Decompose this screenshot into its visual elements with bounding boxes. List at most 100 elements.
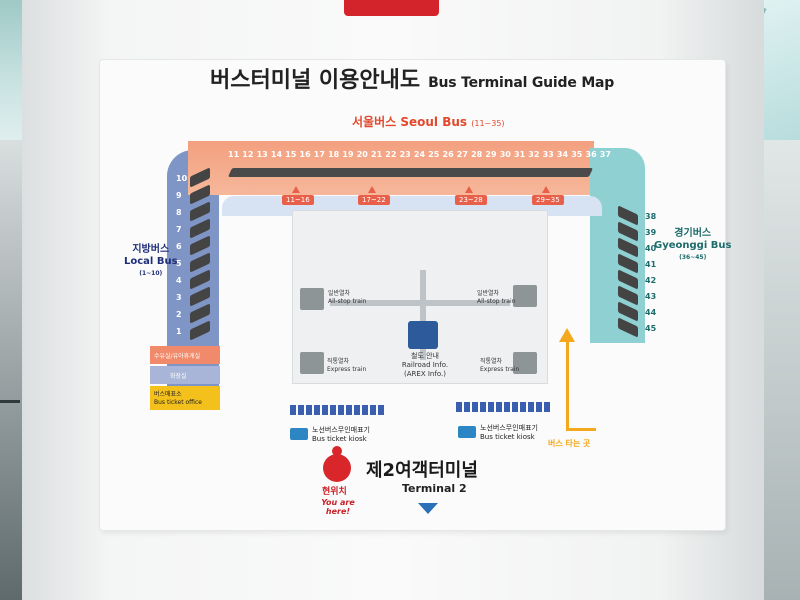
bay-number: 4 <box>176 276 182 285</box>
gyeonggi-bus-range: (36~45) <box>679 254 707 261</box>
bus-boarding-label: 버스 타는 곳 <box>548 439 591 448</box>
restroom: 화장실 <box>150 366 220 384</box>
arrow-base <box>566 428 596 431</box>
bay-number: 45 <box>645 324 657 333</box>
bay-number: 6 <box>176 242 182 251</box>
you-are-here-ko: 현위치 <box>322 487 347 497</box>
bay-number: 43 <box>645 292 657 301</box>
bay-number: 24 <box>413 150 426 159</box>
bay-number: 30 <box>499 150 511 159</box>
ticket-kiosk-icon <box>290 428 308 440</box>
kiosk-row-right <box>456 402 550 412</box>
you-are-here-en: You are here! <box>321 498 355 516</box>
bay-number: 20 <box>356 150 368 159</box>
bay-number: 9 <box>176 191 182 200</box>
title-en: Bus Terminal Guide Map <box>428 75 615 91</box>
bay-number: 33 <box>542 150 554 159</box>
bay-number: 5 <box>176 259 182 268</box>
bay-number: 23 <box>399 150 411 159</box>
bay-number: 38 <box>645 212 657 221</box>
bay-number: 10 <box>176 174 188 183</box>
walkway-vertical <box>420 270 426 360</box>
bay-number: 11 <box>228 150 240 159</box>
up-arrow-icon <box>559 328 575 342</box>
gate-tag: 17~22 <box>358 195 390 205</box>
gyeonggi-bus-en: Gyeonggi Bus <box>654 240 732 251</box>
kiosk-row-left <box>290 405 384 415</box>
train-icon-bottom-right <box>513 352 537 374</box>
bay-number: 32 <box>528 150 540 159</box>
railing <box>0 400 20 403</box>
bay-number: 2 <box>176 310 182 319</box>
seoul-bus-ko: 서울버스 <box>352 115 397 129</box>
down-triangle-icon <box>418 503 438 514</box>
bay-number: 21 <box>371 150 383 159</box>
bay-number: 12 <box>242 150 254 159</box>
bay-number: 37 <box>599 150 611 159</box>
bay-number: 35 <box>571 150 583 159</box>
terminal-title-en: Terminal 2 <box>402 482 467 495</box>
ticket-kiosk-icon <box>458 426 476 438</box>
local-bus-label: 지방버스 Local Bus (1~10) <box>124 244 178 280</box>
bay-number: 1 <box>176 327 182 336</box>
bay-number: 29 <box>485 150 497 159</box>
bay-number: 7 <box>176 225 182 234</box>
bay-number: 16 <box>299 150 311 159</box>
terminal-title-ko: 제2여객터미널 <box>366 460 478 481</box>
seoul-bus-en: Seoul Bus <box>400 115 468 129</box>
bay-number: 28 <box>471 150 483 159</box>
bay-number: 41 <box>645 260 657 269</box>
fire-alarm <box>344 0 439 16</box>
bay-number: 13 <box>256 150 268 159</box>
train-icon-bottom-left <box>300 352 324 374</box>
bay-number: 18 <box>328 150 340 159</box>
bay-number: 15 <box>285 150 297 159</box>
bay-number: 17 <box>313 150 325 159</box>
railroad-info-icon <box>408 321 438 349</box>
bay-number: 3 <box>176 293 182 302</box>
bay-number: 22 <box>385 150 397 159</box>
gyeonggi-bus-label: 경기버스 Gyeonggi Bus (36~45) <box>654 228 731 264</box>
nursing-room: 수유실/유아휴게실 <box>150 346 220 364</box>
title-ko: 버스터미널 이용안내도 <box>210 68 421 93</box>
train-icon-top-right <box>513 285 537 307</box>
railroad-info-label: 철도 안내 Railroad Info. (AREX Info.) <box>401 352 449 378</box>
bay-number: 44 <box>645 308 657 317</box>
seoul-bus-label: 서울버스 Seoul Bus (11~35) <box>352 113 505 130</box>
bay-number: 25 <box>428 150 440 159</box>
bay-number: 34 <box>556 150 569 159</box>
facility-block: 수유실/유아휴게실 화장실 버스매표소 Bus ticket office <box>150 346 220 416</box>
gate-arrow-icon <box>368 186 376 193</box>
local-bus-range: (1~10) <box>139 270 163 277</box>
bay-number: 39 <box>645 228 657 237</box>
gate-tag: 23~28 <box>455 195 487 205</box>
bay-number: 26 <box>442 150 454 159</box>
bay-number: 36 <box>585 150 597 159</box>
sign-title: 버스터미널 이용안내도 Bus Terminal Guide Map <box>210 62 614 94</box>
bay-number: 14 <box>270 150 283 159</box>
arrow-shaft <box>566 338 569 430</box>
train-icon-top-left <box>300 288 324 310</box>
bay-number: 42 <box>645 276 657 285</box>
bay-number: 31 <box>514 150 526 159</box>
gyeonggi-bus-ko: 경기버스 <box>674 228 712 239</box>
bay-number: 27 <box>456 150 468 159</box>
gate-tag: 11~16 <box>282 195 314 205</box>
gate-arrow-icon <box>465 186 473 193</box>
local-bus-ko: 지방버스 <box>132 244 170 255</box>
bay-number: 40 <box>645 244 657 253</box>
bay-number: 8 <box>176 208 182 217</box>
local-bus-en: Local Bus <box>124 256 178 267</box>
seoul-bus-range: (11~35) <box>471 119 505 128</box>
gate-arrow-icon <box>292 186 300 193</box>
bus-ticket-office: 버스매표소 Bus ticket office <box>150 386 220 410</box>
gate-arrow-icon <box>542 186 550 193</box>
bay-number: 19 <box>342 150 354 159</box>
location-pin-icon <box>323 446 351 482</box>
